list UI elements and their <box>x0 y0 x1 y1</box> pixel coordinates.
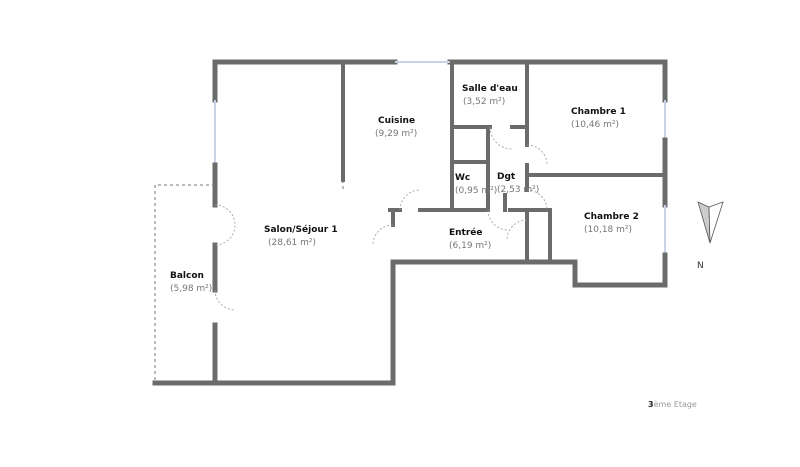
room-name: Cuisine <box>378 116 416 126</box>
room-area: (10,46 m²) <box>571 120 620 130</box>
room-area: (2,53 m²) <box>497 185 540 195</box>
floor-suffix: ème Etage <box>653 400 697 409</box>
room-area: (6,19 m²) <box>449 241 492 251</box>
room-name: Dgt <box>497 172 516 182</box>
door-swings <box>214 126 548 311</box>
room-name: Chambre 2 <box>584 212 639 222</box>
room-name: Wc <box>455 173 471 183</box>
balcony-outline <box>154 184 215 383</box>
room-area: (5,98 m²) <box>170 284 213 294</box>
interior-walls <box>341 60 667 264</box>
room-area: (10,18 m²) <box>584 225 633 235</box>
room-name: Entrée <box>449 228 483 238</box>
floor-label: 3ème Etage <box>648 400 697 409</box>
room-name: Salle d'eau <box>462 84 518 94</box>
north-arrow-icon <box>697 201 724 244</box>
room-area: (9,29 m²) <box>375 129 418 139</box>
room-name: Salon/Séjour 1 <box>264 225 338 235</box>
room-area: (28,61 m²) <box>268 238 317 248</box>
room-name: Chambre 1 <box>571 107 626 117</box>
floor-number: 3 <box>648 400 654 409</box>
room-name: Balcon <box>170 271 204 281</box>
room-area: (3,52 m²) <box>463 97 506 107</box>
outer-walls <box>152 59 668 386</box>
compass-label: N <box>697 261 704 271</box>
room-area: (0,95 m²) <box>455 186 498 196</box>
